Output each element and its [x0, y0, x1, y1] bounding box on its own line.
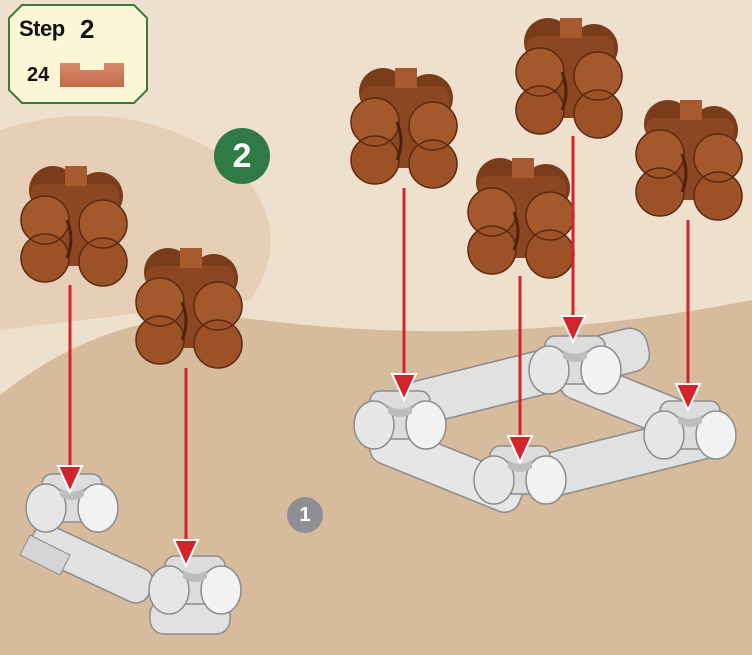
step-number: 2	[80, 14, 94, 45]
step-label: Step	[19, 16, 65, 42]
brown-log-piece-icon	[60, 63, 124, 87]
brown-piece	[516, 18, 622, 138]
previous-step-badge: 1	[287, 497, 323, 533]
brown-piece	[468, 158, 574, 278]
brown-piece	[351, 68, 457, 188]
current-step-badge: 2	[214, 128, 270, 184]
brown-piece	[636, 100, 742, 220]
parts-count: 24	[27, 64, 49, 87]
